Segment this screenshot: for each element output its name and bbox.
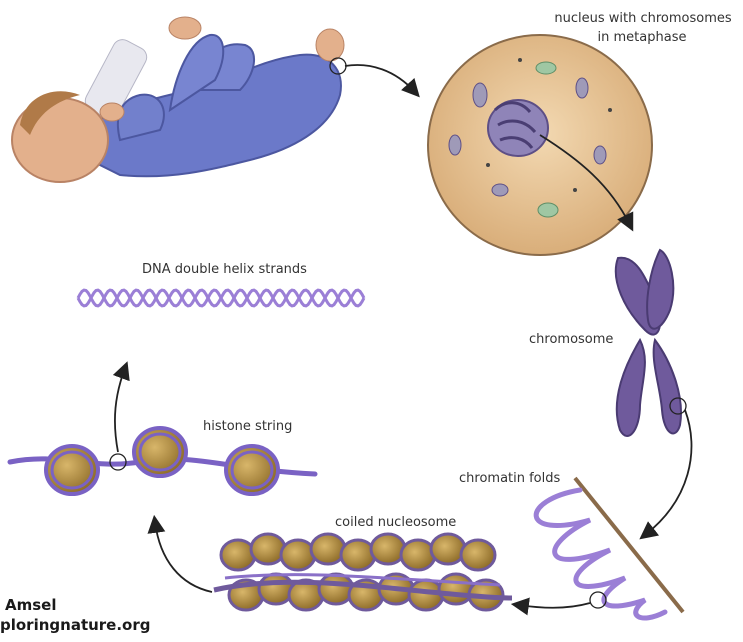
label-histone-string: histone string	[203, 419, 292, 434]
chromatin-illustration	[536, 478, 683, 618]
label-chromosome: chromosome	[529, 332, 613, 347]
nucleosome-bead	[401, 540, 435, 570]
label-dna-helix: DNA double helix strands	[142, 262, 307, 277]
nucleosome-bead	[439, 574, 473, 604]
label-nucleus-line1: nucleus with chromosomes	[554, 11, 731, 26]
label-chromatin: chromatin folds	[459, 471, 561, 486]
cell-illustration	[428, 35, 652, 255]
label-nucleus-line2: in metaphase	[598, 30, 687, 45]
arrow-baby-to-nucleus	[345, 65, 415, 92]
credit-line1: Amsel	[5, 596, 56, 614]
label-coiled-nucleosome: coiled nucleosome	[335, 515, 456, 530]
dna-helix-illustration	[78, 290, 364, 306]
nucleosome-bead	[259, 574, 293, 604]
nucleosome-bead	[319, 574, 353, 604]
arrow-coiled-to-histone	[155, 522, 212, 592]
coiled-nucleosome-illustration	[214, 534, 512, 610]
histone-string-illustration	[10, 428, 315, 494]
arrow-histone-to-dna	[115, 368, 125, 452]
nucleosome-bead	[311, 534, 345, 564]
arrow-chromatin-to-coiled	[518, 603, 590, 608]
nucleosome-bead	[281, 540, 315, 570]
nucleosome-bead	[341, 540, 375, 570]
nucleosome-bead	[221, 540, 255, 570]
nucleosome-bead	[251, 534, 285, 564]
nucleosome-bead	[431, 534, 465, 564]
nucleosome-bead	[461, 540, 495, 570]
nucleosome-bead	[371, 534, 405, 564]
chromosome-illustration	[616, 250, 686, 436]
baby-illustration	[12, 17, 346, 182]
credit-line2: ploringnature.org	[0, 616, 151, 634]
